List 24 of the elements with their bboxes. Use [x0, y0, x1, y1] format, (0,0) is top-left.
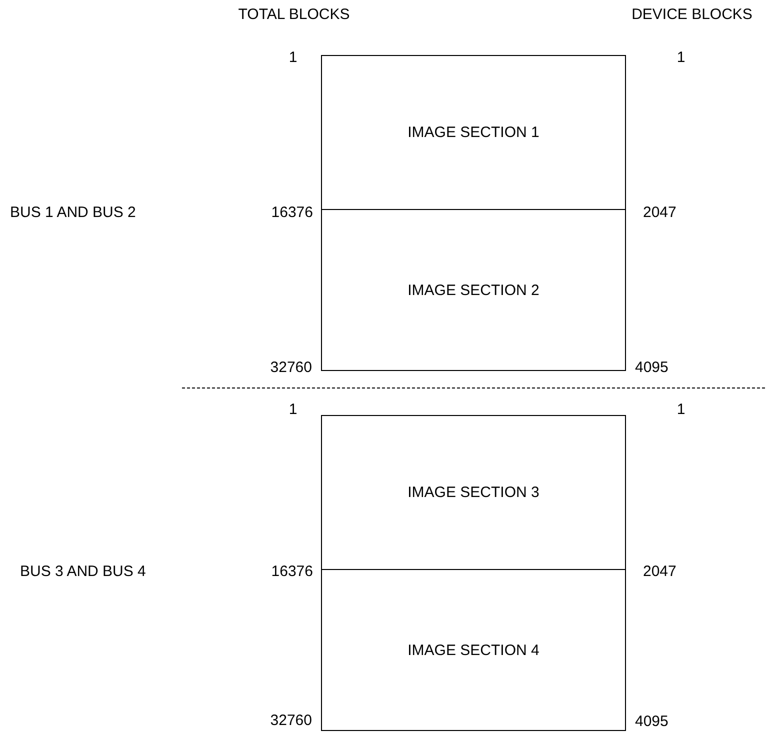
block-number: 1 — [288, 49, 298, 67]
block-number: 1 — [288, 401, 298, 419]
block-number: 2047 — [643, 563, 676, 581]
memory-section-box — [321, 569, 626, 731]
block-number: 4095 — [635, 713, 668, 731]
memory-section-box — [321, 55, 626, 210]
section-label: IMAGE SECTION 2 — [408, 282, 540, 298]
section-label: IMAGE SECTION 1 — [408, 124, 540, 141]
column-heading: DEVICE BLOCKS — [632, 6, 752, 24]
block-number: 32760 — [270, 712, 312, 730]
bus-label: BUS 3 AND BUS 4 — [20, 563, 146, 581]
block-number: 2047 — [643, 204, 676, 222]
memory-section-box — [321, 415, 626, 570]
block-number: 32760 — [270, 359, 312, 377]
block-number: 4095 — [635, 359, 668, 377]
block-number: 1 — [676, 401, 686, 419]
block-number: 16376 — [271, 563, 313, 581]
section-label: IMAGE SECTION 3 — [408, 484, 540, 501]
column-heading: TOTAL BLOCKS — [238, 6, 350, 24]
bus-label: BUS 1 AND BUS 2 — [10, 204, 136, 222]
memory-section-box — [321, 209, 626, 371]
section-label: IMAGE SECTION 4 — [408, 642, 540, 658]
block-number: 16376 — [271, 204, 313, 222]
block-number: 1 — [676, 49, 686, 67]
